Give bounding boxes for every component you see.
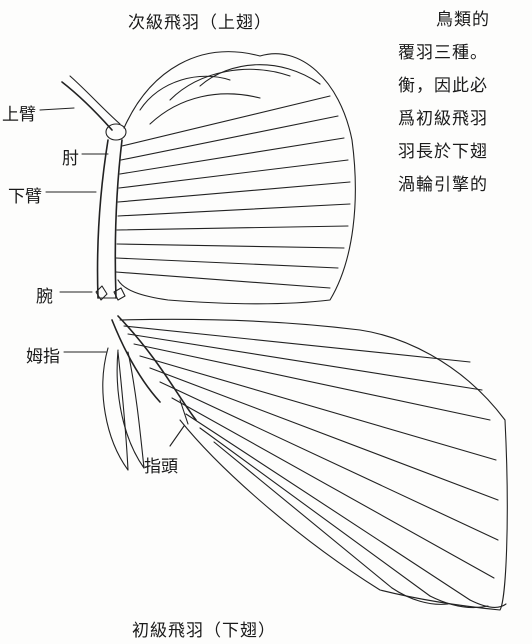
body-text-column: 鳥類的 覆羽三種。 衡，因此必 爲初級飛羽 羽長於下翅 渦輪引擎的 [398,4,532,202]
label-upper-arm: 上臂 [2,100,36,125]
upper-arm-bone [62,82,112,130]
forearm-bone [97,140,108,298]
forearm-bone-2 [115,140,122,298]
caption-lower-wing: 初級飛羽（下翅） [132,616,276,641]
body-text-line: 衡，因此必 [398,70,532,103]
secondary-feather-shafts [116,96,350,288]
label-elbow: 肘 [62,144,79,169]
label-wrist: 腕 [36,282,53,307]
body-text-line: 羽長於下翅 [398,136,532,169]
label-digit: 指頭 [144,452,178,477]
label-forearm: 下臂 [8,182,42,207]
label-thumb: 姆指 [26,342,60,367]
primary-feather-tips [392,588,506,608]
covert-feathers [140,65,320,124]
elbow-joint [106,124,126,140]
alula-feather-2 [117,350,144,468]
secondary-feathers-outline [118,52,355,304]
caption-upper-wing: 次級飛羽（上翅） [128,8,272,33]
alula-feather [103,348,128,470]
body-text-line: 覆羽三種。 [398,37,532,70]
upper-arm-bone-outline [70,76,120,124]
body-text-line: 渦輪引擎的 [398,169,532,202]
body-text-line: 爲初級飛羽 [398,103,532,136]
body-text-line: 鳥類的 [398,4,532,37]
primary-feather-shafts [124,326,498,600]
